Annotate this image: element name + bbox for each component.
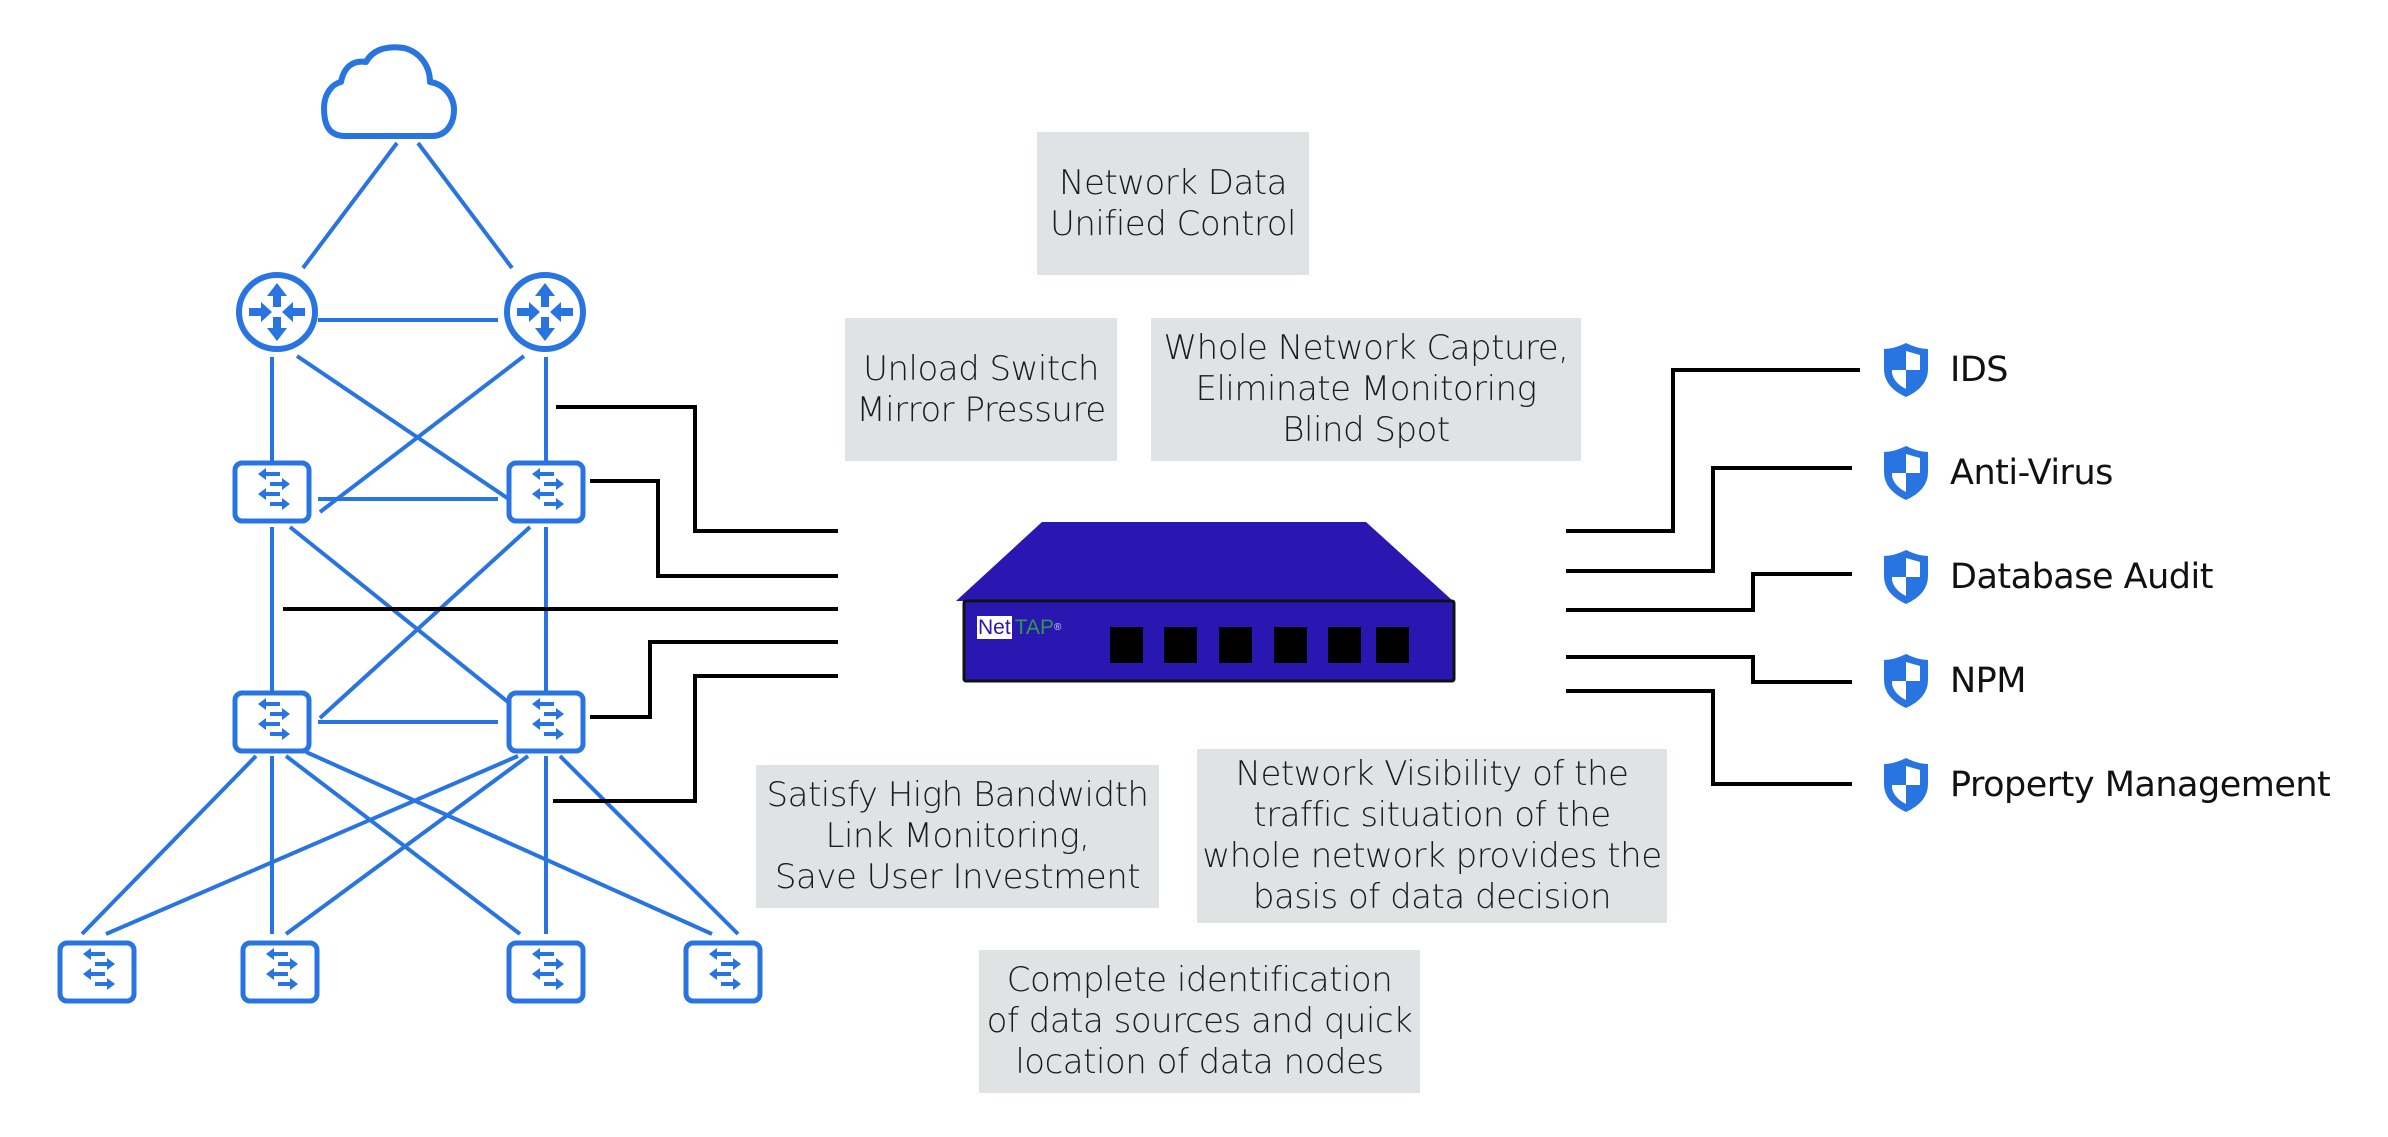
- tool-label: Anti-Virus: [1950, 453, 2113, 493]
- shield-icon: [1884, 654, 1928, 708]
- tap-link: [590, 640, 838, 719]
- switches: [57, 460, 763, 1004]
- tool-label: IDS: [1950, 350, 2009, 390]
- link-cloud-router-left: [301, 141, 399, 270]
- device-top: [956, 522, 1453, 601]
- tool-link: [1566, 368, 1860, 533]
- device-port: [1328, 627, 1361, 663]
- tap-input-links: [283, 405, 838, 803]
- access-switch-2: [240, 940, 320, 1004]
- cloud-icon: [321, 44, 457, 139]
- network-links: [80, 141, 740, 936]
- tap-link: [590, 479, 838, 578]
- tool-link: [1566, 466, 1852, 573]
- router-right: [504, 272, 586, 352]
- logo-registered: ®: [1053, 622, 1062, 633]
- aggregation-switch-left: [232, 690, 312, 754]
- tool-npm: NPM: [1880, 651, 2027, 711]
- logo-tap: TAP: [1014, 616, 1054, 639]
- router-arrows-icon: [517, 283, 573, 341]
- device-port: [1274, 627, 1307, 663]
- logo-net: Net: [976, 615, 1013, 640]
- access-switch-3: [506, 940, 586, 1004]
- tool-anti-virus: Anti-Virus: [1880, 443, 2113, 503]
- device-port: [1110, 627, 1143, 663]
- link: [80, 754, 258, 936]
- link: [318, 354, 526, 514]
- device-port: [1219, 627, 1252, 663]
- link: [318, 525, 532, 720]
- core-switch-left: [232, 460, 312, 524]
- link: [284, 754, 522, 936]
- link: [288, 525, 530, 720]
- tool-link: [1566, 572, 1852, 612]
- shield-icon: [1884, 758, 1928, 812]
- benefit-identification: Complete identification of data sources …: [979, 950, 1420, 1093]
- nettap-device: [956, 522, 1456, 683]
- tap-link: [553, 674, 838, 803]
- device-port: [1164, 627, 1197, 663]
- access-switch-4: [683, 940, 763, 1004]
- link-cloud-router-right: [416, 141, 514, 270]
- tool-link: [1566, 689, 1852, 786]
- shield-icon: [1884, 446, 1928, 500]
- shield-icon: [1884, 550, 1928, 604]
- access-switch-1: [57, 940, 137, 1004]
- tool-label: Property Management: [1950, 765, 2331, 805]
- core-switch-right: [506, 460, 586, 524]
- benefit-high-bandwidth: Satisfy High Bandwidth Link Monitoring, …: [756, 765, 1159, 908]
- tool-label: NPM: [1950, 661, 2027, 701]
- device-port: [1376, 627, 1409, 663]
- router-left: [236, 272, 318, 352]
- tap-output-links: [1566, 368, 1860, 786]
- tool-ids: IDS: [1880, 340, 2009, 400]
- device-ports: [1110, 627, 1409, 663]
- link: [295, 354, 530, 514]
- benefit-visibility: Network Visibility of the traffic situat…: [1197, 749, 1667, 923]
- tap-link: [556, 405, 838, 533]
- link: [558, 754, 740, 936]
- tool-database-audit: Database Audit: [1880, 547, 2213, 607]
- tool-label: Database Audit: [1950, 557, 2213, 597]
- link: [284, 754, 530, 936]
- aggregation-switch-right: [506, 690, 586, 754]
- benefit-unified-control: Network Data Unified Control: [1037, 132, 1309, 275]
- benefit-unload-switch: Unload Switch Mirror Pressure: [845, 318, 1117, 461]
- link: [105, 754, 519, 936]
- tool-link: [1566, 655, 1852, 684]
- benefit-whole-capture: Whole Network Capture, Eliminate Monitor…: [1151, 318, 1581, 461]
- link: [305, 750, 713, 936]
- router-arrows-icon: [249, 283, 305, 341]
- shield-icon: [1884, 343, 1928, 397]
- tool-property-management: Property Management: [1880, 755, 2331, 815]
